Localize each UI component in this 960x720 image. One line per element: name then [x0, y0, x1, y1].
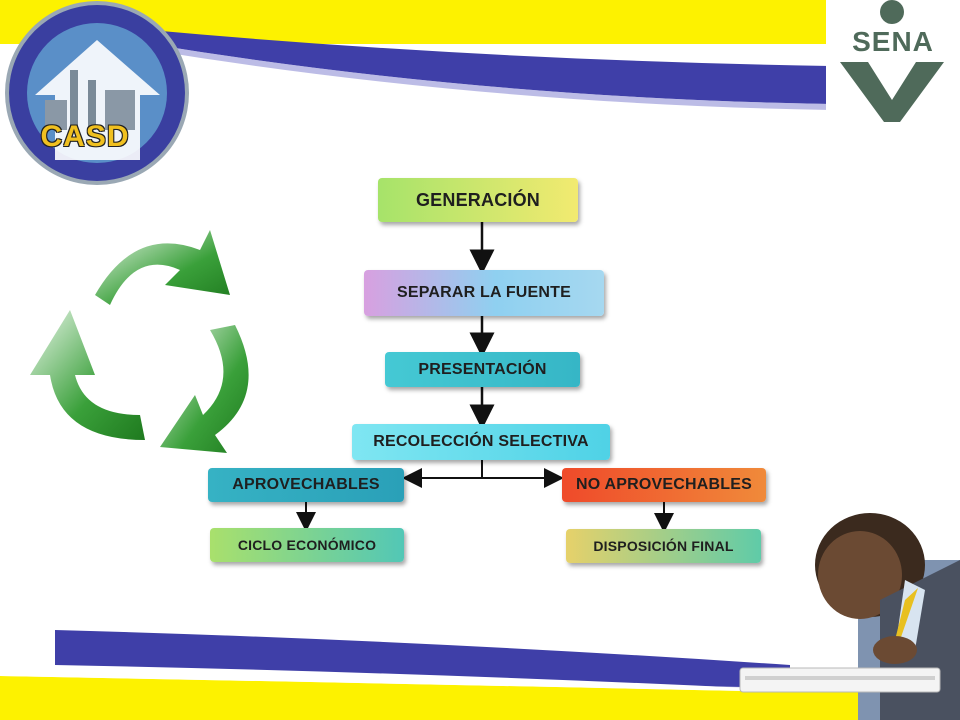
top-blue-swoosh — [150, 30, 830, 104]
recycle-icon — [30, 230, 249, 453]
node-no-aprovechables: NO APROVECHABLES — [562, 468, 766, 502]
node-presentacion: PRESENTACIÓN — [385, 352, 580, 387]
bottom-yellow-band — [0, 676, 960, 720]
node-separar-la-fuente: SEPARAR LA FUENTE — [364, 270, 604, 316]
casd-logo — [5, 1, 189, 185]
casd-logo-text: CASD — [40, 120, 130, 153]
student-writing-image — [739, 513, 960, 720]
node-disposicion-final: DISPOSICIÓN FINAL — [566, 529, 761, 563]
sena-logo — [826, 0, 960, 124]
sena-logo-text: SENA — [852, 26, 934, 57]
node-aprovechables: APROVECHABLES — [208, 468, 404, 502]
top-swoosh-highlight — [150, 44, 830, 110]
node-recoleccion-selectiva: RECOLECCIÓN SELECTIVA — [352, 424, 610, 460]
node-ciclo-economico: CICLO ECONÓMICO — [210, 528, 404, 562]
node-generacion: GENERACIÓN — [378, 178, 578, 222]
bottom-blue-swoosh — [55, 630, 790, 690]
